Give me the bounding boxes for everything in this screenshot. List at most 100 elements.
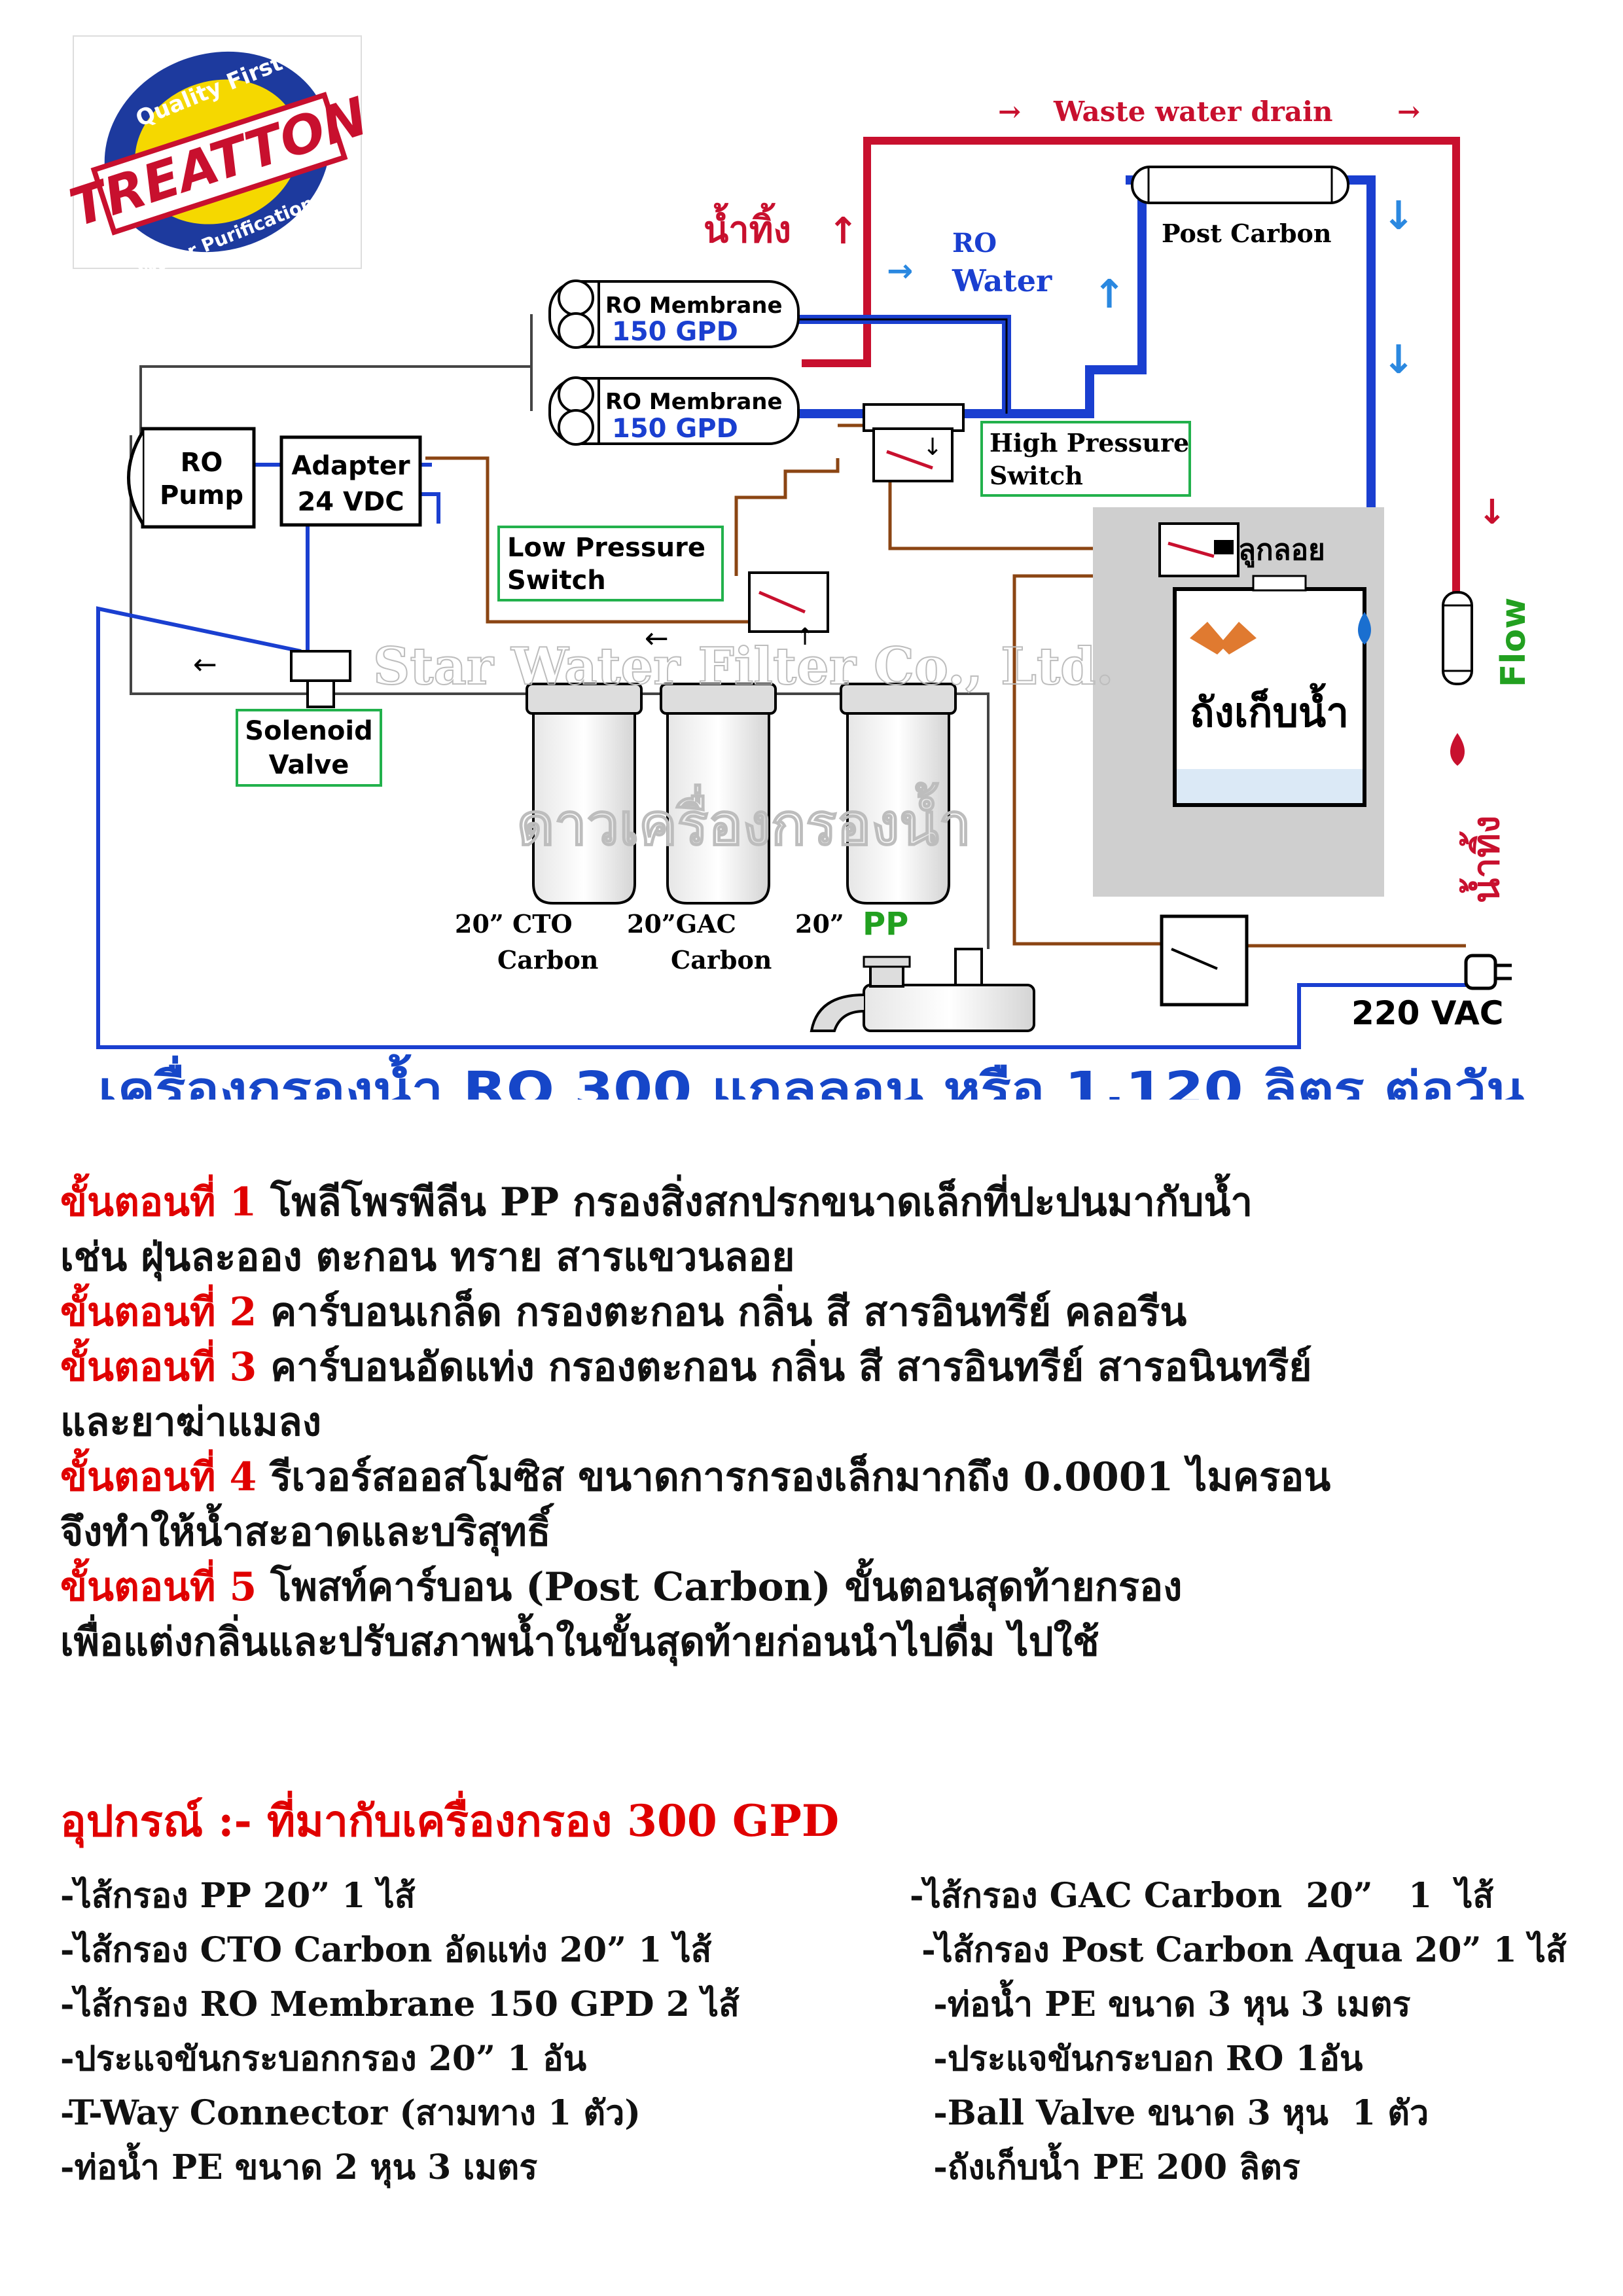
solenoid-label-box (236, 709, 382, 787)
step-5-line: ขั้นตอนที่ 5 โพสท์คาร์บอน (Post Carbon) … (60, 1560, 1605, 1615)
ro-membrane-2-title: RO Membrane (605, 389, 783, 415)
step-1-label: ขั้นตอนที่ 1 (60, 1179, 257, 1225)
equipment-item: -T-Way Connector (สามทาง 1 ตัว) (60, 2093, 641, 2133)
step-5-text-2: เพื่อแต่งกลิ่นและปรับสภาพน้ำในขั้นสุดท้า… (60, 1619, 1099, 1665)
waste-water-drain-label: Waste water drain (1053, 96, 1333, 128)
equipment-item: -ไส้กรอง PP 20” 1 ไส้ (60, 1876, 416, 1916)
high-pressure-label-1: High Pressure (990, 428, 1189, 457)
watermark-en: Star Water Filter Co., Ltd. (373, 637, 1114, 696)
equipment-item: -ประแจขันกระบอกกรอง 20” 1 อัน (60, 2039, 587, 2079)
ro-pump (127, 427, 256, 529)
ro-membrane-2 (548, 376, 800, 446)
high-pressure-switch: ↓ (863, 403, 965, 482)
waste-water-th-label: น้ำทิ้ง (704, 203, 791, 251)
filter-pp-size: 20” (795, 909, 844, 939)
filter-gac-label-2: Carbon (671, 945, 772, 975)
post-carbon-filter (1131, 166, 1349, 204)
waste-up-arrow: ↑ (828, 210, 859, 253)
step-1-text: โพลีโพรพีลีน PP กรองสิ่งสกปรกขนาดเล็กที่… (257, 1179, 1253, 1225)
filter-pp-label: PP (863, 906, 908, 942)
step-4-label: ขั้นตอนที่ 4 (60, 1454, 257, 1500)
power-switch (1160, 914, 1249, 1007)
equipment-item: -ไส้กรอง GAC Carbon 20” 1 ไส้ (910, 1876, 1494, 1916)
low-pressure-switch: ↑ (748, 571, 829, 651)
ro-water-pipe (792, 175, 1376, 592)
waste-drain-arrows: → → ↓ (998, 96, 1507, 532)
blue-flow-arrows: → ↑ ↓ ↓ (887, 193, 1415, 383)
power-plug-icon (1464, 954, 1512, 990)
step-1-continued: เช่น ฝุ่นละออง ตะกอน ทราย สารแขวนลอย (60, 1230, 1605, 1285)
equipment-list-left: -ไส้กรอง PP 20” 1 ไส้ -ไส้กรอง CTO Carbo… (60, 1869, 740, 2195)
filtration-steps: ขั้นตอนที่ 1 โพลีโพรพีลีน PP กรองสิ่งสกป… (60, 1175, 1605, 1670)
feed-left-arrow: ← (193, 648, 217, 681)
step-2-label: ขั้นตอนที่ 2 (60, 1289, 257, 1335)
power-label: 220 VAC (1351, 994, 1503, 1032)
step-3-text: คาร์บอนอัดแท่ง กรองตะกอน กลิ่น สี สารอิน… (257, 1344, 1312, 1390)
filter-cto-label-2: Carbon (497, 945, 598, 975)
headline: เครื่องกรองน้ำ RO 300 แกลลอน หรือ 1,120 … (98, 1054, 1525, 1100)
float-valve (1158, 522, 1240, 577)
step-1-line: ขั้นตอนที่ 1 โพลีโพรพีลีน PP กรองสิ่งสกป… (60, 1175, 1605, 1230)
step-3-line: ขั้นตอนที่ 3 คาร์บอนอัดแท่ง กรองตะกอน กล… (60, 1340, 1605, 1395)
step-3-label: ขั้นตอนที่ 3 (60, 1344, 257, 1390)
filter-housing-pp (840, 683, 957, 905)
step-3-continued: และยาฆ่าแมลง (60, 1395, 1605, 1450)
step-2-text: คาร์บอนเกล็ด กรองตะกอน กลิ่น สี สารอินทร… (257, 1289, 1187, 1335)
equipment-item: -ประแจขันกระบอก RO 1อัน (910, 2039, 1363, 2079)
low-pressure-label-1: Low Pressure (507, 533, 705, 563)
step-4-continued: จึงทำให้น้ำสะอาดและบริสุทธิ์ (60, 1505, 1605, 1560)
step-5-text: โพสท์คาร์บอน (Post Carbon) ขั้นตอนสุดท้า… (257, 1564, 1183, 1610)
filter-housing-cto (526, 683, 643, 905)
ro-system-diagram: TREATTON Quality First Water Purificatio… (63, 35, 1533, 1100)
treatton-logo: TREATTON Quality First Water Purificatio… (63, 35, 375, 283)
storage-tank (1173, 575, 1371, 807)
ro-label: RO (952, 228, 997, 259)
equipment-item: -ท่อน้ำ PE ขนาด 3 หุน 3 เมตร (910, 1984, 1411, 2024)
svg-text:↑: ↑ (795, 624, 815, 651)
high-pressure-label-2: Switch (990, 461, 1083, 490)
step-2-line: ขั้นตอนที่ 2 คาร์บอนเกล็ด กรองตะกอน กลิ่… (60, 1285, 1605, 1340)
ro-membrane-1-gpd: 150 GPD (612, 317, 738, 347)
svg-text:→: → (1397, 96, 1420, 128)
adapter-box (279, 435, 422, 527)
step-4-text: รีเวอร์สออสโมซิส ขนาดการกรองเล็กมากถึง 0… (257, 1454, 1331, 1500)
equipment-item: -ไส้กรอง Post Carbon Aqua 20” 1 ไส้ (910, 1930, 1567, 1970)
adapter-label-2: 24 VDC (297, 487, 404, 517)
svg-text:↓: ↓ (923, 434, 942, 461)
drain-right-label: น้ำทิ้ง (1459, 816, 1508, 903)
ro-membrane-2-gpd: 150 GPD (612, 414, 738, 444)
svg-text:↓: ↓ (1382, 337, 1415, 383)
adapter-label-1: Adapter (291, 451, 410, 481)
equipment-item: -ท่อน้ำ PE ขนาด 2 หุน 3 เมตร (60, 2147, 538, 2187)
solenoid-valve (290, 650, 351, 708)
watermark-th: ดาวเครื่องกรองน้ำ (517, 782, 971, 858)
float-valve-label: ลูกลอย (1238, 533, 1325, 567)
step-4-line: ขั้นตอนที่ 4 รีเวอร์สออสโมซิส ขนาดการกรอ… (60, 1450, 1605, 1505)
step-4-text-2: จึงทำให้น้ำสะอาดและบริสุทธิ์ (60, 1509, 551, 1555)
ro-pump-label-2: Pump (160, 480, 243, 511)
svg-text:↓: ↓ (1382, 193, 1415, 239)
inlet-ball-valve (810, 948, 1035, 1032)
solenoid-label-1: Solenoid (245, 716, 372, 746)
step-5-continued: เพื่อแต่งกลิ่นและปรับสภาพน้ำในขั้นสุดท้า… (60, 1615, 1605, 1670)
high-pressure-label-box (980, 421, 1191, 497)
filter-housing-gac (660, 683, 777, 905)
equipment-item: -ไส้กรอง RO Membrane 150 GPD 2 ไส้ (60, 1984, 740, 2024)
equipment-item: -ถังเก็บน้ำ PE 200 ลิตร (910, 2147, 1300, 2187)
feed-left-arrow-2: ← (645, 622, 669, 655)
equipment-title: อุปกรณ์ :- ที่มากับเครื่องกรอง 300 GPD (60, 1795, 840, 1846)
low-pressure-label-2: Switch (507, 565, 606, 596)
ro-membrane-1-title: RO Membrane (605, 293, 783, 319)
flow-label: Flow (1494, 598, 1533, 687)
equipment-list-right: -ไส้กรอง GAC Carbon 20” 1 ไส้ -ไส้กรอง P… (910, 1869, 1567, 2195)
filter-cto-label-1: 20” CTO (455, 909, 573, 939)
tank-label: ถังเก็บน้ำ (1190, 683, 1349, 736)
equipment-item: -Ball Valve ขนาด 3 หุน 1 ตัว (910, 2093, 1429, 2133)
equipment-item: -ไส้กรอง CTO Carbon อัดแท่ง 20” 1 ไส้ (60, 1930, 712, 1970)
flow-restrictor (1442, 591, 1473, 766)
step-1-text-2: เช่น ฝุ่นละออง ตะกอน ทราย สารแขวนลอย (60, 1234, 795, 1280)
low-pressure-label-box (497, 526, 724, 601)
step-3-text-2: และยาฆ่าแมลง (60, 1399, 322, 1445)
filter-gac-label-1: 20”GAC (627, 909, 736, 939)
step-5-label: ขั้นตอนที่ 5 (60, 1564, 257, 1610)
